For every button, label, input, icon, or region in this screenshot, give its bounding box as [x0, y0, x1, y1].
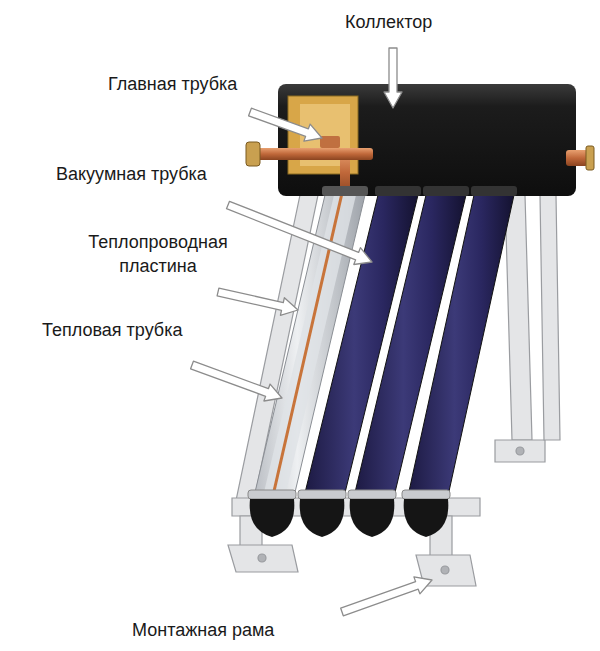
part-label: Тепловая трубка: [42, 318, 242, 342]
part-label: Коллектор: [345, 10, 495, 34]
collector-box: [246, 84, 594, 196]
mounting-frame: [228, 195, 560, 586]
part-label: Монтажная рама: [132, 618, 332, 642]
leader-arrows: [191, 48, 432, 616]
part-label: Вакуумная трубка: [56, 162, 271, 186]
part-label: Главная трубка: [108, 72, 288, 96]
tube-caps: [248, 490, 450, 537]
part-label: Теплопроводная пластина: [58, 230, 258, 278]
